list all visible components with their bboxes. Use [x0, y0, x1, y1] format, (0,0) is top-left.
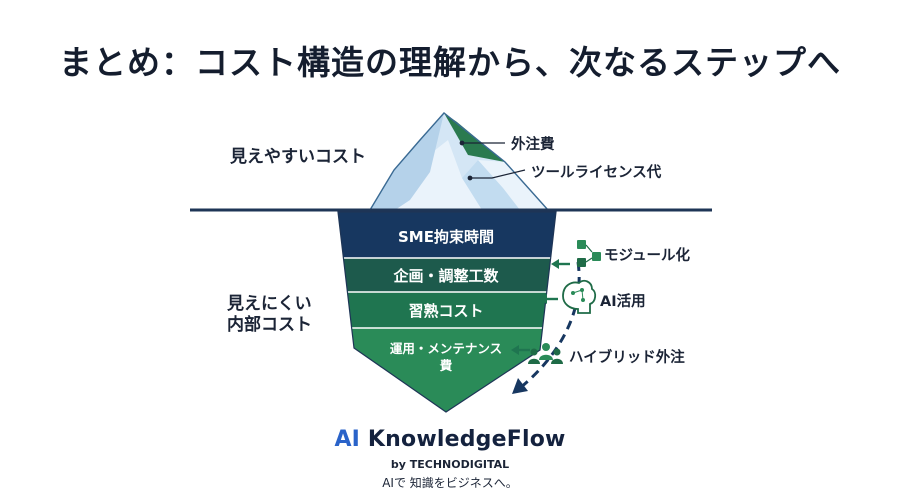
iceberg-tip — [369, 112, 549, 211]
team-icon — [528, 343, 563, 364]
ai-brain-icon — [562, 279, 597, 314]
hidden-cost-label-line2: 内部コスト — [227, 315, 312, 335]
brand-logo: AI KnowledgeFlow — [0, 427, 900, 452]
dashed-flow-arrow — [519, 261, 581, 390]
layer-label-operations: 運用・メンテナンス — [390, 341, 502, 356]
annotation-outsourcing: 外注費 — [511, 137, 555, 153]
brand-tagline: AIで 知識をビジネスへ。 — [382, 476, 518, 490]
layer-label-operations-line2: 費 — [440, 358, 453, 373]
modules-icon — [577, 240, 601, 267]
brand-name: KnowledgeFlow — [360, 427, 566, 452]
page-title: まとめ：コスト構造の理解から、次なるステップへ — [59, 43, 841, 82]
layer-label-learning: 習熟コスト — [408, 302, 483, 320]
solution-label-hybrid: ハイブリッド外注 — [569, 350, 685, 366]
solution-label-modularization: モジュール化 — [604, 248, 690, 264]
annotation-license: ツールライセンス代 — [531, 165, 662, 181]
solution-arrow-2 — [539, 294, 558, 304]
dashed-arrow-head — [512, 378, 528, 394]
solution-label-ai: AI活用 — [600, 294, 646, 310]
solution-arrow-3 — [511, 345, 530, 355]
layer-sme — [338, 212, 556, 258]
hidden-cost-label-line1: 見えにくい — [227, 294, 312, 314]
layer-planning — [338, 258, 556, 292]
visible-cost-label: 見えやすいコスト — [230, 147, 366, 167]
solution-arrow-1 — [551, 259, 570, 269]
brand-ai: AI — [334, 427, 361, 452]
brand-byline: by TECHNODIGITAL — [390, 458, 510, 471]
layer-label-planning: 企画・調整工数 — [392, 267, 499, 285]
annotation-line-license — [470, 169, 526, 179]
layer-label-sme: SME拘束時間 — [398, 228, 494, 246]
layer-learning — [338, 292, 556, 328]
